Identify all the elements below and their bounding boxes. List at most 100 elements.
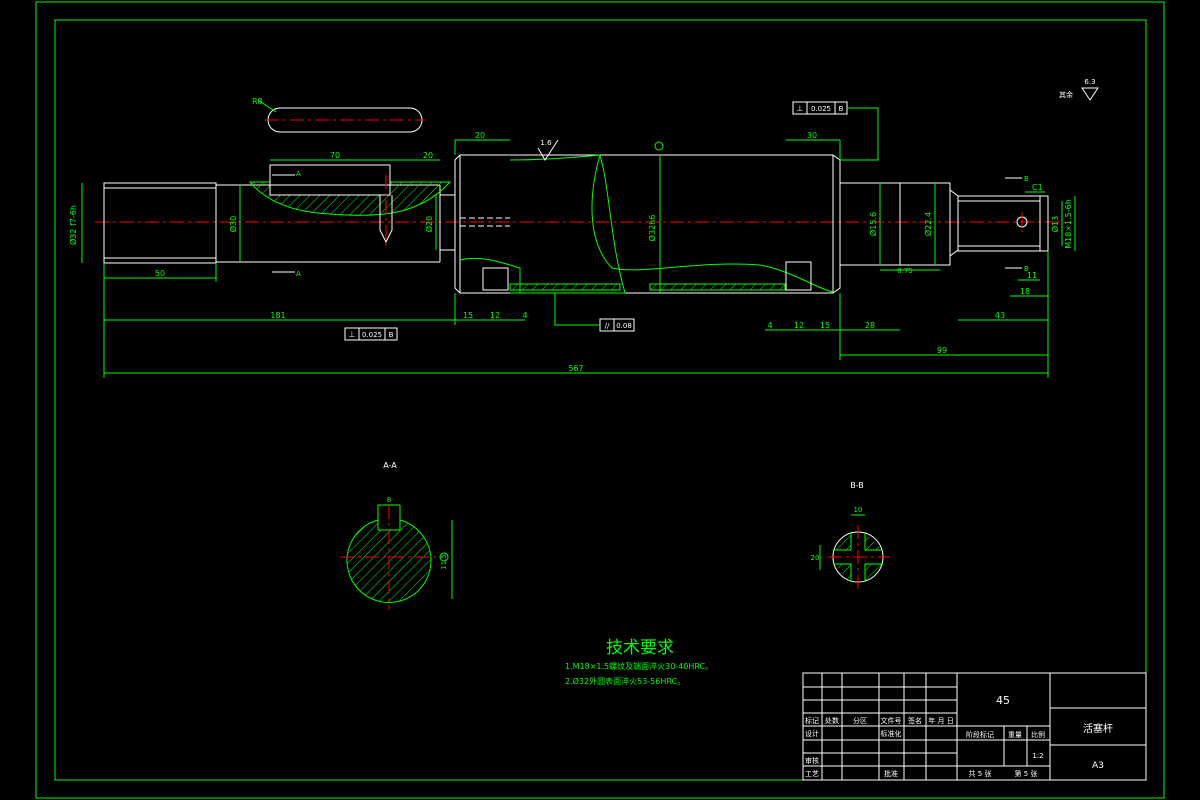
datum-circle	[654, 141, 664, 151]
dim-12b: 12	[794, 321, 804, 330]
dim-dia-20: Ø20	[424, 216, 434, 232]
aa-key-width: 8	[387, 496, 391, 504]
step-2-chamfer	[949, 189, 959, 257]
tech-requirements: 技术要求 1.M18×1.5螺纹及端面淬火30-40HRC。 2.Ø32外圆表面…	[565, 638, 713, 686]
bottom-hatch-strip-2	[649, 283, 786, 291]
drill-hole	[379, 195, 393, 244]
tolerance-top: ⊥ 0.025 B	[792, 101, 879, 161]
tb-drawing-no: A3	[1092, 761, 1104, 771]
dim-20-key: 20	[423, 151, 433, 160]
bottom-hatch-strip	[509, 283, 621, 291]
dim-15a: 15	[463, 311, 473, 320]
tol-par-value: 0.08	[616, 322, 632, 330]
section-bb: B-B 10 20	[811, 481, 890, 590]
leader-r8	[257, 99, 277, 113]
tb-weight-label: 重量	[1008, 731, 1022, 739]
dim-dia-13: Ø13	[1050, 216, 1060, 232]
chamfer-c1: C1	[1032, 183, 1043, 192]
groove-right	[785, 261, 812, 291]
section-bb-cross	[833, 532, 883, 582]
rough-corner-value: 6.3	[1084, 78, 1095, 86]
bb-height: 20	[811, 554, 820, 562]
tol-top-symbol: ⊥	[797, 104, 804, 113]
marker-a-bottom: A	[296, 270, 301, 278]
tb-h-date: 年 月 日	[928, 716, 953, 725]
dim-r8: R8	[252, 97, 263, 106]
dim-total: 567	[568, 364, 583, 373]
tb-r-process: 工艺	[805, 770, 819, 778]
dim-99: 99	[937, 346, 947, 355]
tb-h-mark: 标记	[805, 716, 819, 725]
tolerance-bottom: ⊥ 0.025 B	[344, 327, 398, 341]
step-2	[899, 182, 951, 266]
tolerance-parallel: // 0.08	[554, 293, 635, 332]
tb-h-sign: 签名	[908, 716, 922, 725]
keyway-section-hatch	[248, 181, 452, 216]
outer-frame	[35, 1, 1165, 799]
key-slot-top-view	[267, 107, 423, 133]
dim-181: 181	[270, 311, 285, 320]
roughness-corner: 6.3 其余	[1059, 78, 1099, 101]
roughness-main: 1.6	[537, 139, 559, 161]
rough-corner-prefix: 其余	[1059, 90, 1073, 99]
marker-b-bottom: B	[1024, 265, 1029, 273]
break-band-bottom	[459, 257, 521, 293]
main-cylinder	[454, 154, 841, 294]
tb-r-design: 设计	[805, 729, 819, 738]
inner-frame	[54, 19, 1147, 781]
tol-bottom-datum: B	[389, 331, 394, 339]
thread-end	[957, 195, 1049, 252]
tb-h-zone: 分区	[853, 716, 867, 725]
main-view: R8	[95, 97, 1065, 294]
aa-marker-circle	[439, 552, 449, 562]
rough-main-value: 1.6	[540, 139, 552, 147]
keyway-slot	[269, 164, 391, 196]
tb-r-approve: 批准	[884, 769, 898, 778]
section-markers: A A B B C1	[272, 141, 1045, 278]
bb-width: 10	[854, 506, 863, 514]
marker-a-top: A	[296, 170, 301, 178]
left-thread-end	[103, 182, 217, 264]
dim-top-20: 20	[475, 131, 485, 140]
title-block: 标记 处数 分区 文件号 签名 年 月 日 设计 标准化 审核 工艺 批准 45…	[802, 672, 1147, 781]
section-bb-title: B-B	[850, 481, 864, 490]
tb-scale-label: 比例	[1031, 730, 1045, 739]
dim-28: 28	[865, 321, 875, 330]
dim-18: 18	[1020, 287, 1030, 296]
tech-req-1: 1.M18×1.5螺纹及端面淬火30-40HRC。	[565, 661, 713, 671]
tech-req-2: 2.Ø32外圆表面淬火53-56HRC。	[565, 676, 685, 686]
dim-dia-left: Ø32 f7-6h	[68, 205, 78, 245]
marker-b-top: B	[1024, 175, 1029, 183]
break-curve-right	[591, 154, 834, 293]
dim-dia-30: Ø30	[228, 216, 238, 232]
tol-bottom-value: 0.025	[362, 331, 382, 339]
dim-4b: 4	[767, 321, 772, 330]
dim-bottom-6: 0.75	[897, 267, 913, 275]
section-aa-title: A-A	[383, 461, 397, 470]
tb-scale: 1:2	[1032, 752, 1043, 760]
tb-part-name: 活塞杆	[1083, 722, 1113, 735]
tb-stage-label: 阶段标记	[966, 730, 994, 739]
aa-depth: 11.5	[440, 554, 448, 570]
tb-sheets-total: 共 5 张	[969, 769, 992, 778]
dim-12a: 12	[490, 311, 500, 320]
tol-top-value: 0.025	[811, 105, 831, 113]
dim-15b: 15	[820, 321, 830, 330]
break-curve-left	[509, 154, 626, 294]
dim-70: 70	[330, 151, 340, 160]
dim-top-30: 30	[807, 131, 817, 140]
tol-bottom-symbol: ⊥	[349, 330, 356, 339]
dim-dia-step1: Ø15.6	[868, 212, 878, 236]
tb-material: 45	[996, 694, 1010, 707]
tb-sheet-no: 第 5 张	[1015, 769, 1038, 778]
dim-dia-main: Ø32h6	[647, 215, 657, 242]
dim-dia-step2: Ø22.4	[923, 212, 933, 236]
tb-r-std: 标准化	[881, 729, 902, 738]
section-aa: A-A 8 11.5	[340, 461, 453, 610]
tb-h-docno: 文件号	[881, 716, 902, 725]
dim-4a: 4	[522, 311, 527, 320]
tol-par-symbol: //	[605, 322, 610, 330]
tol-top-datum: B	[839, 105, 844, 113]
dim-43: 43	[995, 311, 1005, 320]
